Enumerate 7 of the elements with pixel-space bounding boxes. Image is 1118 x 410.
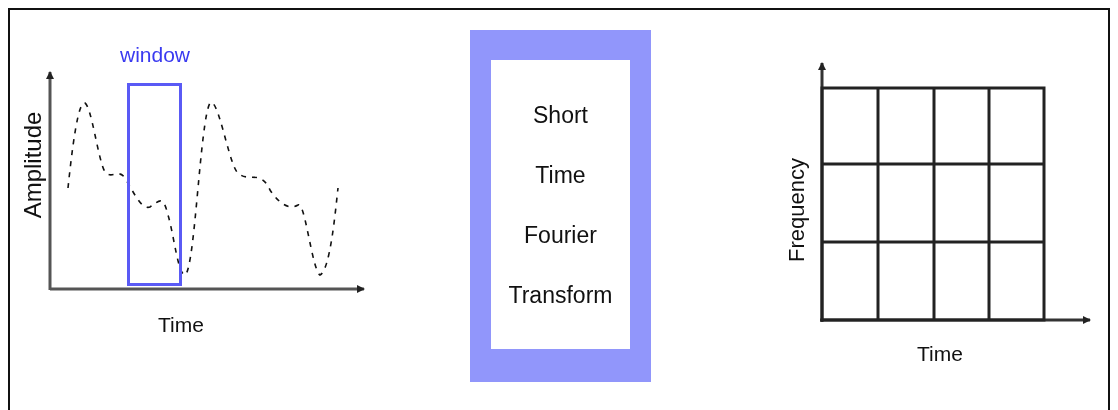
axis-title: Frequency xyxy=(786,158,808,262)
axis-title: Time xyxy=(917,343,963,364)
window-label: window xyxy=(120,44,190,65)
process-box xyxy=(470,30,651,382)
process-label: Short Time Fourier Transform xyxy=(507,100,614,310)
axis-title: Amplitude xyxy=(21,111,45,219)
axis-title: Time xyxy=(158,314,204,335)
